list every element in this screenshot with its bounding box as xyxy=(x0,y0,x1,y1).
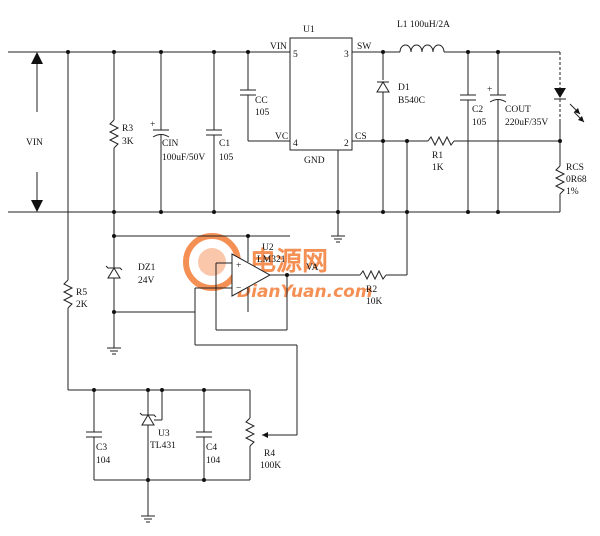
u2-opamp: + − U2 LM321 VA xyxy=(194,236,360,438)
dz1-zener: DZ1 24V xyxy=(105,212,290,355)
cout-value: 220uF/35V xyxy=(505,118,548,128)
u3-tl431: U3 TL431 xyxy=(139,390,176,480)
vin-label: VIN xyxy=(26,138,43,148)
dz1-zener-icon xyxy=(107,267,121,279)
vin-indicator: VIN xyxy=(26,52,43,212)
u2-opamp-icon xyxy=(231,253,272,297)
r5-ref: R5 xyxy=(76,288,87,298)
r5-value: 2K xyxy=(76,300,88,310)
cin-capacitor: + CIN 100uF/50V xyxy=(150,52,205,212)
cc-ref: CC xyxy=(255,96,268,106)
u1-cs-label: CS xyxy=(355,132,367,142)
u1-vin-label: VIN xyxy=(270,42,287,52)
u1-sw-pin: 3 xyxy=(344,50,349,60)
r3-ref: R3 xyxy=(122,124,133,134)
cin-ref: CIN xyxy=(162,139,179,149)
cout-plus: + xyxy=(487,85,492,95)
u3-value: TL431 xyxy=(150,441,176,451)
bottom-ground xyxy=(94,479,250,523)
u3-ref: U3 xyxy=(158,429,170,439)
c4-ref: C4 xyxy=(206,443,217,453)
u1-vin-pin: 5 xyxy=(293,50,298,60)
r2-ref: R2 xyxy=(366,285,377,295)
r4-potentiometer: R4 100K xyxy=(244,390,281,480)
c4-value: 104 xyxy=(206,456,221,466)
c1-ref: C1 xyxy=(219,139,230,149)
c3-value: 104 xyxy=(96,456,111,466)
rcs-value: 0R68 xyxy=(566,175,587,185)
dz1-ref: DZ1 xyxy=(138,263,156,273)
u1-cs-pin: 2 xyxy=(344,139,349,149)
r2-value: 10K xyxy=(366,297,383,307)
cs-node: R1 1K RCS 0R68 1% xyxy=(352,120,587,275)
watermark-logo-plug-icon xyxy=(198,248,226,276)
r4-potentiometer-icon xyxy=(244,417,256,447)
r2-resistor-icon xyxy=(359,269,387,281)
r1-resistor-icon xyxy=(427,135,455,147)
led-output xyxy=(554,52,585,123)
rcs-ref: RCS xyxy=(566,163,584,173)
c2-capacitor: C2 105 xyxy=(460,52,487,212)
r3-value: 3K xyxy=(122,137,134,147)
r1-ref: R1 xyxy=(432,151,443,161)
cout-ref: COUT xyxy=(505,105,531,115)
u1-vc-label: VC xyxy=(275,132,288,142)
u1-ref: U1 xyxy=(303,25,315,35)
u2-ref: U2 xyxy=(262,243,274,253)
c3-ref: C3 xyxy=(96,443,107,453)
c2-value: 105 xyxy=(472,118,487,128)
d1-value: B540C xyxy=(398,96,425,106)
sw-node: D1 B540C L1 100uH/2A xyxy=(352,20,560,212)
u2-plus: + xyxy=(236,261,241,271)
u3-shunt-regulator-icon xyxy=(141,414,155,426)
u1-ic: U1 VIN 5 SW 3 VC 4 CS 2 GND xyxy=(270,25,371,243)
dz1-value: 24V xyxy=(138,276,155,286)
rcs-resistor-icon xyxy=(554,165,566,195)
r3-resistor: R3 3K xyxy=(108,52,134,212)
u2-minus: − xyxy=(236,284,241,294)
r5-resistor: R5 2K xyxy=(62,52,250,391)
d1-ref: D1 xyxy=(398,83,410,93)
vin-arrow-up-icon xyxy=(31,52,43,64)
watermark-en: DianYuan.com xyxy=(237,282,373,302)
c1-value: 105 xyxy=(219,153,234,163)
cc-value: 105 xyxy=(255,108,270,118)
led-icon xyxy=(554,88,566,98)
u2-value: LM321 xyxy=(257,255,286,265)
r4-wiper-arrow-icon xyxy=(262,432,268,438)
junctions xyxy=(66,50,562,482)
vin-arrow-down-icon xyxy=(31,200,43,212)
l1-label: L1 100uH/2A xyxy=(397,20,450,30)
c3-capacitor: C3 104 xyxy=(86,390,111,480)
r2-resistor: R2 10K xyxy=(359,269,407,307)
va-label: VA xyxy=(306,263,319,273)
r4-value: 100K xyxy=(260,461,281,471)
l1-inductor-icon xyxy=(399,44,445,53)
u1-vc-pin: 4 xyxy=(293,139,298,149)
d1-diode-icon xyxy=(376,81,390,93)
c2-ref: C2 xyxy=(472,105,483,115)
u1-sw-label: SW xyxy=(357,42,371,52)
r4-ref: R4 xyxy=(264,449,275,459)
c1-capacitor: C1 105 xyxy=(206,52,234,212)
u1-body xyxy=(289,37,353,151)
cout-capacitor: + COUT 220uF/35V xyxy=(487,52,548,212)
r5-resistor-icon xyxy=(62,279,74,309)
u1-gnd-label: GND xyxy=(304,156,325,166)
cin-plus: + xyxy=(150,120,155,130)
r1-value: 1K xyxy=(432,163,444,173)
c4-capacitor: C4 104 xyxy=(196,390,221,480)
watermark: 电源网 DianYuan.com xyxy=(183,233,373,302)
cc-capacitor: CC 105 xyxy=(240,52,290,142)
rcs-tolerance: 1% xyxy=(566,187,579,197)
cin-value: 100uF/50V xyxy=(162,153,205,163)
